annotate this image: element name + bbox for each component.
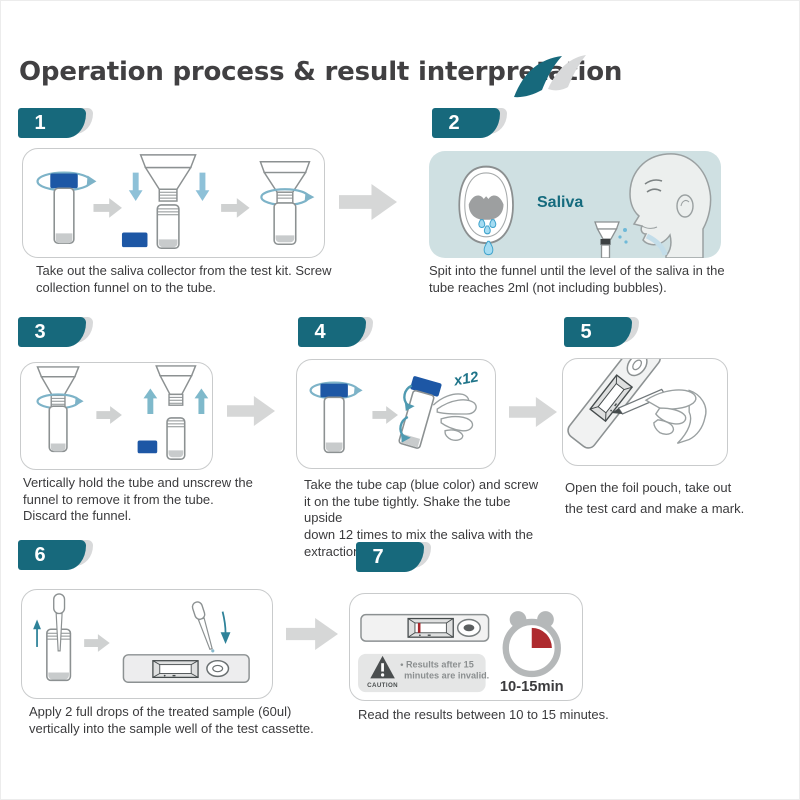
step-6-badge: 6 — [18, 540, 94, 570]
shaken-tube-icon — [398, 376, 442, 449]
funnel-removed-icon — [155, 365, 197, 406]
arrow-right-icon — [84, 634, 110, 652]
arrow-right-icon — [96, 406, 122, 424]
arrow-right-icon — [221, 198, 250, 218]
assembled-collector-icon — [259, 161, 315, 246]
step-5-panel — [562, 358, 728, 466]
test-cassette-icon — [122, 654, 250, 684]
step-7-caption: Read the results between 10 to 15 minute… — [358, 707, 609, 722]
step-5-illustration — [567, 359, 707, 449]
badge-swoosh-tail — [342, 317, 366, 347]
arrow-right-icon — [372, 406, 398, 424]
step-number: 7 — [356, 542, 400, 572]
sample-drop-icon — [211, 649, 215, 653]
step-6-panel — [21, 589, 273, 699]
step-3-caption: Vertically hold the tube and unscrew the… — [23, 475, 253, 524]
dropper-icon — [191, 601, 213, 651]
badge-swoosh-tail — [62, 108, 86, 138]
down-arrow-icon — [128, 172, 210, 202]
caution-box: CAUTION • Results after 15 minutes are i… — [358, 653, 489, 693]
capped-tube-icon — [320, 383, 348, 454]
test-cassette-icon — [567, 359, 661, 449]
open-tube-icon — [166, 417, 186, 460]
timer-label: 10-15min — [500, 679, 564, 695]
badge-swoosh-tail — [400, 542, 424, 572]
step-4-illustration: x12 — [309, 369, 481, 454]
step-number: 6 — [18, 540, 62, 570]
step-number: 1 — [18, 108, 62, 138]
step-2-badge: 2 — [432, 108, 508, 138]
down-arrow-icon — [220, 611, 231, 644]
flow-arrow-icon — [509, 397, 557, 427]
open-mouth-icon — [458, 165, 514, 256]
arrow-right-icon — [93, 198, 122, 218]
step-6-illustration — [33, 593, 250, 684]
ear-icon — [676, 194, 694, 218]
open-tube-icon — [156, 204, 180, 249]
step-1-badge: 1 — [18, 108, 94, 138]
flow-arrow-icon — [227, 396, 275, 426]
shake-count-label: x12 — [452, 369, 481, 389]
title-swoosh-icon — [514, 55, 586, 98]
caution-triangle-icon — [370, 655, 395, 679]
step-2-panel: Saliva — [429, 151, 721, 258]
step-7-illustration: CAUTION • Results after 15 minutes are i… — [358, 611, 564, 695]
assembled-collector-icon — [36, 366, 84, 453]
step-number: 4 — [298, 317, 342, 347]
step-5-caption: Open the foil pouch, take out the test c… — [565, 480, 745, 516]
capped-tube-icon — [50, 173, 78, 245]
badge-swoosh-tail — [62, 317, 86, 347]
step-7-badge: 7 — [356, 542, 432, 572]
collector-funnel-icon — [594, 221, 620, 258]
step-3-badge: 3 — [18, 317, 94, 347]
caution-label: CAUTION — [367, 682, 398, 689]
step-2-caption: Spit into the funnel until the level of … — [429, 263, 725, 295]
caution-note-line2: minutes are invalid. — [404, 670, 489, 680]
step-number: 5 — [564, 317, 608, 347]
step-5-badge: 5 — [564, 317, 640, 347]
head-profile-icon — [594, 153, 712, 258]
step-4-badge: 4 — [298, 317, 374, 347]
flow-arrow-icon — [339, 184, 397, 220]
test-cassette-icon — [360, 613, 490, 642]
up-arrow-icon — [143, 388, 209, 415]
step-2-illustration: Saliva — [458, 153, 712, 258]
cap-icon — [121, 232, 148, 248]
step-1-panel — [22, 148, 325, 258]
step-1-illustration — [36, 154, 315, 249]
badge-swoosh-tail — [62, 540, 86, 570]
step-number: 2 — [432, 108, 476, 138]
step-3-illustration — [36, 365, 209, 460]
saliva-drop-icon — [618, 228, 628, 244]
step-1-caption: Take out the saliva collector from the t… — [36, 263, 332, 295]
cap-icon — [137, 440, 158, 454]
saliva-drop-icon — [478, 219, 497, 256]
badge-swoosh-tail — [476, 108, 500, 138]
dropper-icon — [53, 593, 66, 652]
alarm-clock-icon — [502, 611, 561, 678]
hand-icon — [432, 393, 477, 441]
step-4-panel: x12 — [296, 359, 496, 469]
badge-swoosh-tail — [608, 317, 632, 347]
timer-wedge-icon — [531, 627, 552, 648]
caution-note-line1: • Results after 15 — [400, 660, 474, 670]
step-3-panel — [20, 362, 213, 470]
hand-icon — [644, 389, 707, 445]
step-7-panel: CAUTION • Results after 15 minutes are i… — [349, 593, 583, 701]
control-line-icon — [417, 622, 421, 633]
funnel-icon — [139, 154, 197, 202]
saliva-label: Saliva — [537, 194, 583, 211]
up-arrow-icon — [33, 619, 41, 647]
step-number: 3 — [18, 317, 62, 347]
step-6-caption: Apply 2 full drops of the treated sample… — [29, 704, 314, 736]
flow-arrow-icon — [286, 618, 338, 650]
